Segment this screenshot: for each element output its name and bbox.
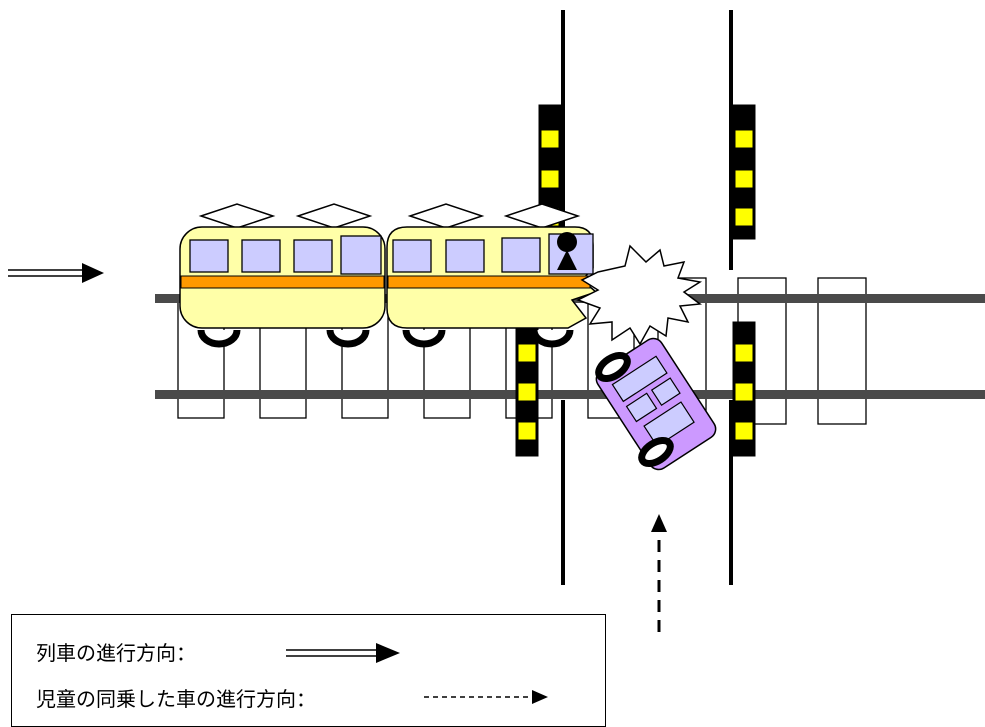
train-wheels-front <box>402 329 574 348</box>
train-car-front <box>386 226 598 329</box>
car-wheels <box>595 351 674 468</box>
driver-icon <box>557 232 577 270</box>
crossing-barrier-bottom-right <box>732 321 756 457</box>
crossing-barrier-bottom-left <box>515 321 539 457</box>
pantographs <box>198 203 581 229</box>
train-direction-arrow <box>8 263 104 283</box>
legend-train-arrow-icon <box>286 643 400 663</box>
train-wheels-rear <box>197 329 370 348</box>
legend-car-label: 児童の同乗した車の進行方向： <box>36 687 316 711</box>
legend-train-label: 列車の進行方向： <box>36 641 196 665</box>
legend: 列車の進行方向： 児童の同乗した車の進行方向： <box>11 614 606 727</box>
train-car-rear <box>179 226 386 329</box>
rail-lower <box>155 390 985 399</box>
car-direction-arrow <box>651 514 667 632</box>
collision-burst-icon <box>576 244 703 346</box>
legend-car-arrow-icon <box>424 690 548 704</box>
crossing-barrier-top-right <box>732 104 756 240</box>
